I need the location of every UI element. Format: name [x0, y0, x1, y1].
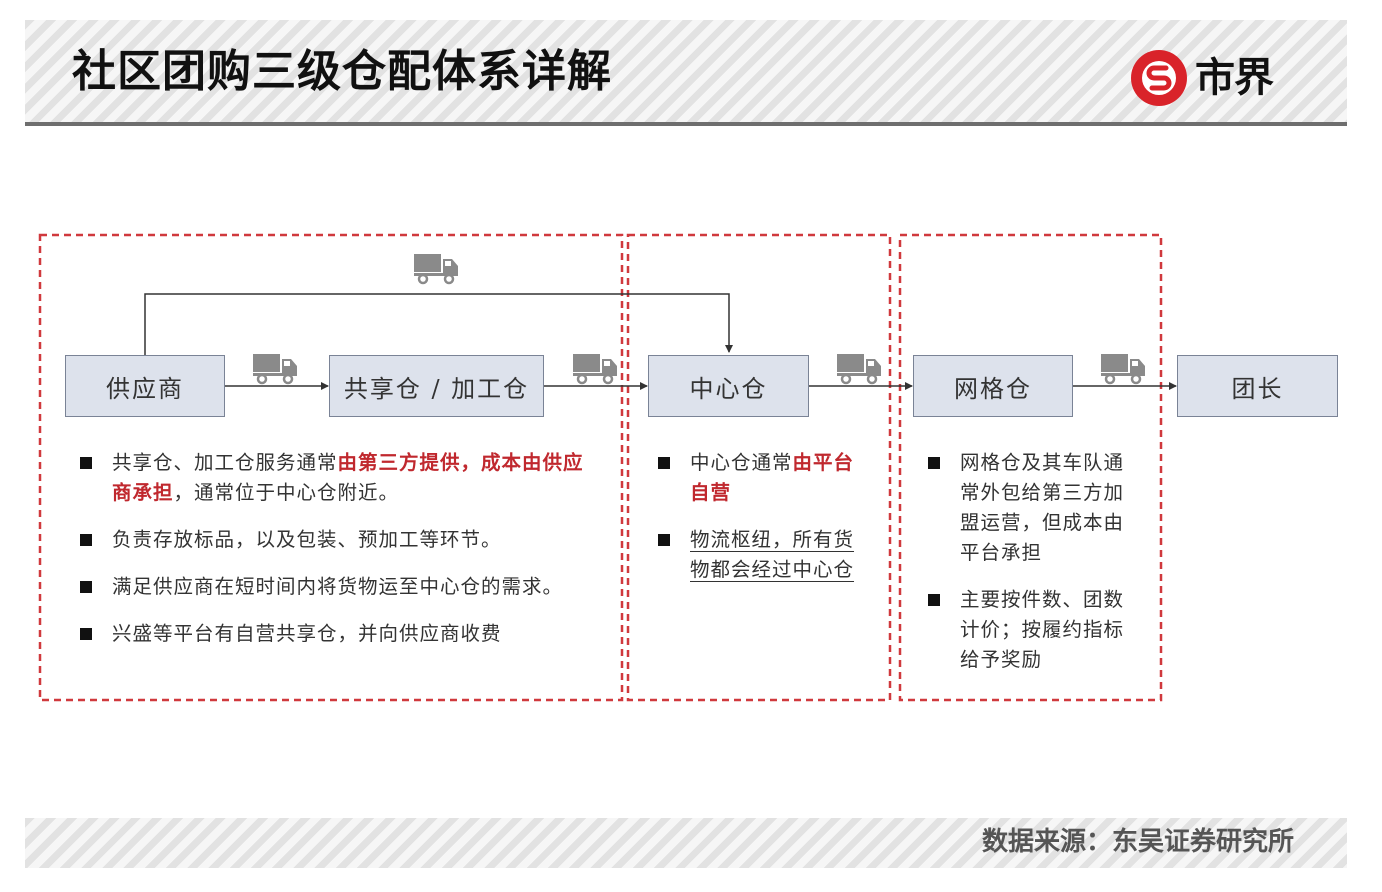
node-group-leader: 团长 — [1177, 355, 1338, 417]
list-item: 网格仓及其车队通常外包给第三方加盟运营，但成本由平台承担 — [926, 448, 1136, 568]
notes-shared-warehouse: 共享仓、加工仓服务通常由第三方提供，成本由供应商承担，通常位于中心仓附近。 负责… — [78, 448, 594, 666]
bypass-connector — [144, 293, 733, 355]
shijie-logo-icon — [1131, 50, 1187, 106]
footer-band — [25, 818, 1347, 868]
truck-icon — [251, 352, 299, 385]
list-item: 共享仓、加工仓服务通常由第三方提供，成本由供应商承担，通常位于中心仓附近。 — [78, 448, 594, 508]
node-grid-warehouse: 网格仓 — [913, 355, 1073, 417]
notes-grid-warehouse: 网格仓及其车队通常外包给第三方加盟运营，但成本由平台承担 主要按件数、团数计价；… — [926, 448, 1136, 692]
node-supplier: 供应商 — [65, 355, 225, 417]
node-center-warehouse: 中心仓 — [648, 355, 809, 417]
region-center-warehouse — [626, 233, 892, 702]
list-item: 满足供应商在短时间内将货物运至中心仓的需求。 — [78, 572, 594, 602]
list-item: 负责存放标品，以及包装、预加工等环节。 — [78, 525, 594, 555]
page-title: 社区团购三级仓配体系详解 — [72, 46, 612, 97]
region-grid-warehouse — [898, 233, 1163, 702]
truck-icon — [835, 352, 883, 385]
list-item: 主要按件数、团数计价；按履约指标给予奖励 — [926, 585, 1136, 675]
truck-icon — [412, 252, 460, 285]
list-item: 中心仓通常由平台自营 — [656, 448, 870, 508]
list-item: 兴盛等平台有自营共享仓，并向供应商收费 — [78, 619, 594, 649]
truck-icon — [571, 352, 619, 385]
list-item: 物流枢纽，所有货物都会经过中心仓 — [656, 525, 870, 585]
region-shared-warehouse — [38, 233, 624, 702]
notes-center-warehouse: 中心仓通常由平台自营 物流枢纽，所有货物都会经过中心仓 — [656, 448, 870, 602]
truck-icon — [1099, 352, 1147, 385]
data-source: 数据来源：东吴证券研究所 — [981, 827, 1294, 857]
header-band — [25, 20, 1347, 126]
node-shared-warehouse: 共享仓 / 加工仓 — [329, 355, 544, 417]
logo-text: 市界 — [1195, 55, 1274, 101]
